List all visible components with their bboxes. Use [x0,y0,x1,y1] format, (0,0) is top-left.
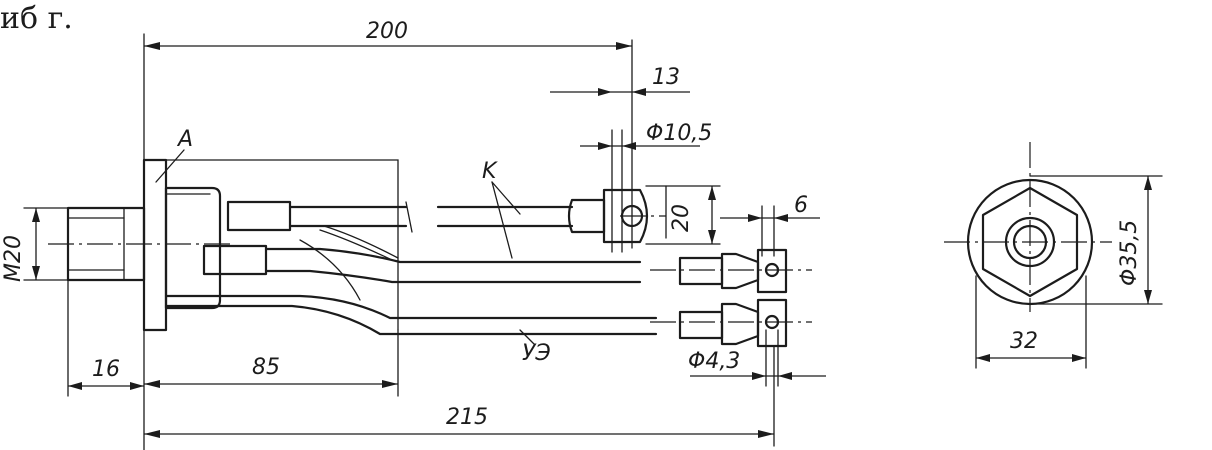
dim-20: 20 [669,204,694,232]
dim-hex-corners: Φ35,5 [1117,220,1142,286]
side-view: A K УЭ [48,39,812,366]
upper-terminal [602,188,649,244]
dim-6: 6 [794,193,808,218]
label-k: K [482,159,498,184]
hex-nut [981,186,1079,298]
middle-cable [264,247,642,264]
label-uz: УЭ [522,341,551,366]
flange [142,158,168,332]
dim-m20: M20 [1,235,26,282]
caption-fragment: иб г. [0,1,73,36]
dim-16: 16 [92,357,120,382]
dim-215: 215 [446,405,488,430]
lower-cable [164,294,658,320]
dim-200: 200 [366,19,408,44]
dim-32: 32 [1010,329,1038,354]
dim-13: 13 [652,65,680,90]
dim-85: 85 [252,355,280,380]
middle-lug [756,248,788,294]
middle-sleeve [202,244,268,276]
upper-sleeve [226,200,292,232]
lower-lug [756,298,788,348]
upper-ferrule [567,198,606,234]
dim-terminal-hole: Φ10,5 [646,121,712,146]
end-view: 32 Φ35,5 [944,142,1163,369]
cable-outlet-outline [165,159,399,331]
label-a: A [176,127,193,152]
side-dimensions: 200 13 Φ10,5 20 6 M20 [1,19,826,450]
insulator-body [164,186,222,310]
middle-lug-sleeve [678,256,724,286]
dim-lug-hole: Φ4,3 [688,349,740,374]
lower-lug-sleeve [678,310,724,340]
